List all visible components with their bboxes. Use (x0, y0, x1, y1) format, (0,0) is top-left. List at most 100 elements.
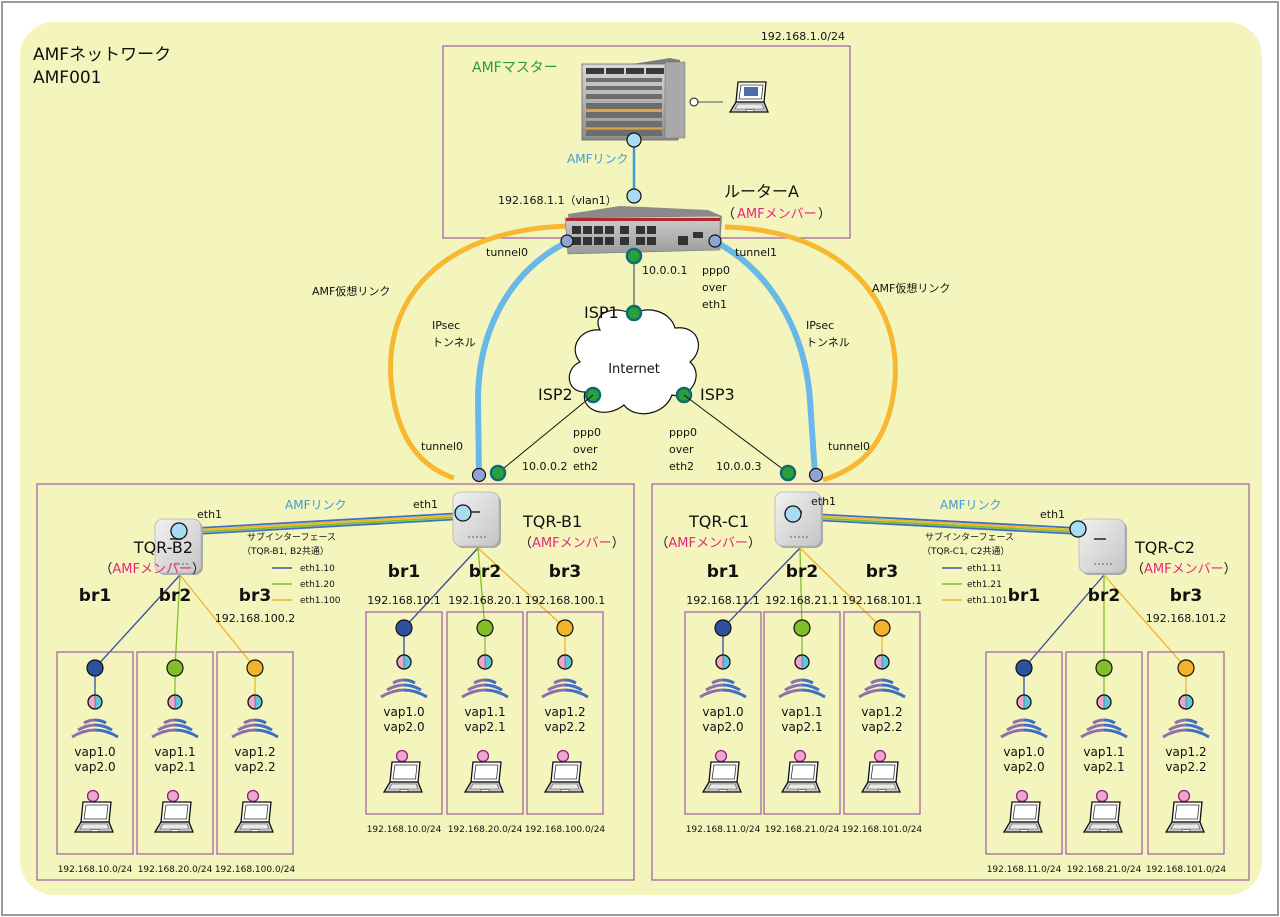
router-a-role: AMFメンバー (737, 207, 817, 222)
bridge-br2: br2192.168.20.1vap1.1vap2.1192.168.20.0/… (446, 562, 524, 835)
vap-node (557, 654, 573, 670)
router-a-icon[interactable] (564, 206, 722, 255)
bridge-ip: 192.168.10.1 (367, 594, 440, 607)
isp2-tqr-b1-link (497, 394, 594, 474)
bridge-node (556, 619, 574, 637)
vap-label-1: vap1.0 (1003, 745, 1044, 759)
bridge-name: br3 (549, 562, 581, 582)
bridge-ip: 192.168.101.2 (1146, 612, 1226, 625)
virtual-link-right-label: AMF仮想リンク (872, 281, 950, 295)
vap-node (87, 694, 103, 710)
bridge-br2: br2192.168.21.1vap1.1vap2.1192.168.21.0/… (763, 562, 841, 835)
management-laptop-icon[interactable] (729, 81, 769, 113)
tqr-b2-eth1-label: eth1 (197, 508, 222, 521)
legend-c-item-2: eth1.21 (967, 580, 1002, 590)
amf-master-switch-icon[interactable] (581, 58, 686, 141)
router-vlan1-port (626, 188, 642, 204)
c1-ppp-line1: ppp0 (669, 426, 697, 439)
router-tunnel1-port (708, 234, 722, 248)
tqr-b1-eth1-label: eth1 (413, 498, 438, 511)
br3-uplink (799, 547, 883, 629)
router-tunnel1-label: tunnel1 (735, 246, 777, 259)
client-port (556, 749, 570, 763)
router-tunnel0-label: tunnel0 (486, 246, 528, 259)
br1-uplink (722, 547, 801, 629)
vlan-box (1147, 651, 1225, 855)
client-subnet: 192.168.21.0/24 (765, 825, 840, 835)
legend-c-title: サブインターフェース (925, 531, 1014, 543)
ipsec-left-line1: IPsec (432, 319, 460, 332)
bridge-name: br1 (79, 586, 111, 606)
internet-label: Internet (608, 362, 660, 377)
ipsec-tunnel-b (474, 238, 571, 476)
bridge-name: br1 (388, 562, 420, 582)
vlan-box (843, 611, 921, 815)
bridge-node (246, 659, 264, 677)
bridge-ip: 192.168.11.1 (686, 594, 759, 607)
bridge-ip: 192.168.100.2 (215, 612, 295, 625)
b1-wan-ip: 10.0.0.2 (522, 460, 567, 473)
b1-ppp-line1: ppp0 (573, 426, 601, 439)
tqr-b1-wan-port (489, 464, 507, 482)
vlan-box (136, 651, 214, 855)
ipsec-right-line2: トンネル (806, 336, 850, 349)
client-port (1177, 789, 1191, 803)
vlan-box (684, 611, 762, 815)
router-a-name: ルーターA (724, 182, 799, 201)
vap-label-1: vap1.2 (234, 745, 275, 759)
tqr-c1-tunnel-port (808, 467, 824, 483)
bridge-name: br3 (866, 562, 898, 582)
bridge-name: br2 (1088, 586, 1120, 606)
tqr-c1-role: （AMFメンバー） (655, 536, 761, 551)
client-port (714, 749, 728, 763)
vap-node (794, 654, 810, 670)
isp3-label: ISP3 (700, 385, 735, 404)
bridge-br3: br3192.168.100.1vap1.2vap2.2192.168.100.… (525, 562, 606, 835)
vap-node (477, 654, 493, 670)
c1-ppp-line2: over (669, 443, 694, 456)
role-paren-open: （ (519, 536, 532, 551)
bridge-br1: br1192.168.10.1vap1.0vap2.0192.168.10.0/… (365, 562, 443, 835)
tqr-b1-role: （AMFメンバー） (519, 536, 625, 551)
site-c-legend: サブインターフェース （TQR-C1, C2共通） eth1.11 eth1.2… (922, 531, 1014, 606)
vlan-box (365, 611, 443, 815)
router-wan-ip: 10.0.0.1 (642, 264, 687, 277)
vap-label-2: vap2.1 (154, 760, 195, 774)
legend-b-item-1: eth1.10 (300, 564, 335, 574)
isp2-label: ISP2 (538, 385, 573, 404)
master-subnet: 192.168.1.0/24 (761, 30, 845, 43)
tqr-b2-group: eth1TQR-B2（AMFメンバー）br1vap1.0vap2.0192.16… (56, 508, 295, 875)
bridge-br1: br1192.168.11.1vap1.0vap2.0192.168.11.0/… (684, 562, 762, 835)
client-subnet: 192.168.100.0/24 (525, 825, 606, 835)
router-wan-port (625, 247, 643, 265)
tqr-c1-eth1-label: eth1 (811, 495, 836, 508)
vap-label-1: vap1.1 (781, 705, 822, 719)
role-paren-close: ） (748, 536, 761, 551)
ipsec-tunnel-c (712, 238, 818, 476)
vap-label-2: vap2.0 (74, 760, 115, 774)
role-paren-close: ） (192, 562, 205, 577)
vap-label-2: vap2.0 (1003, 760, 1044, 774)
role-text: AMFメンバー (1144, 562, 1224, 577)
bridge-ip: 192.168.20.1 (448, 594, 521, 607)
bridge-node (714, 619, 732, 637)
vap-node (874, 654, 890, 670)
isp3-tqr-c1-link (683, 394, 789, 474)
legend-c-note: （TQR-C1, C2共通） (922, 546, 1009, 557)
bridge-name: br1 (1008, 586, 1040, 606)
bridge-node (793, 619, 811, 637)
legend-c-item-1: eth1.11 (967, 564, 1002, 574)
router-ppp-line3: eth1 (702, 298, 727, 311)
client-subnet: 192.168.20.0/24 (448, 825, 523, 835)
site-b-box (36, 483, 635, 881)
tqr-b1-eth1-port (454, 504, 472, 522)
vap-label-1: vap1.2 (861, 705, 902, 719)
tqr-c1-eth1-port (784, 505, 802, 523)
vap-label-2: vap2.1 (1083, 760, 1124, 774)
legend-b-item-3: eth1.100 (300, 596, 341, 606)
tqr-c1-wan-port (779, 464, 797, 482)
tqr-c1-name: TQR-C1 (688, 512, 749, 531)
vap-node (1096, 694, 1112, 710)
